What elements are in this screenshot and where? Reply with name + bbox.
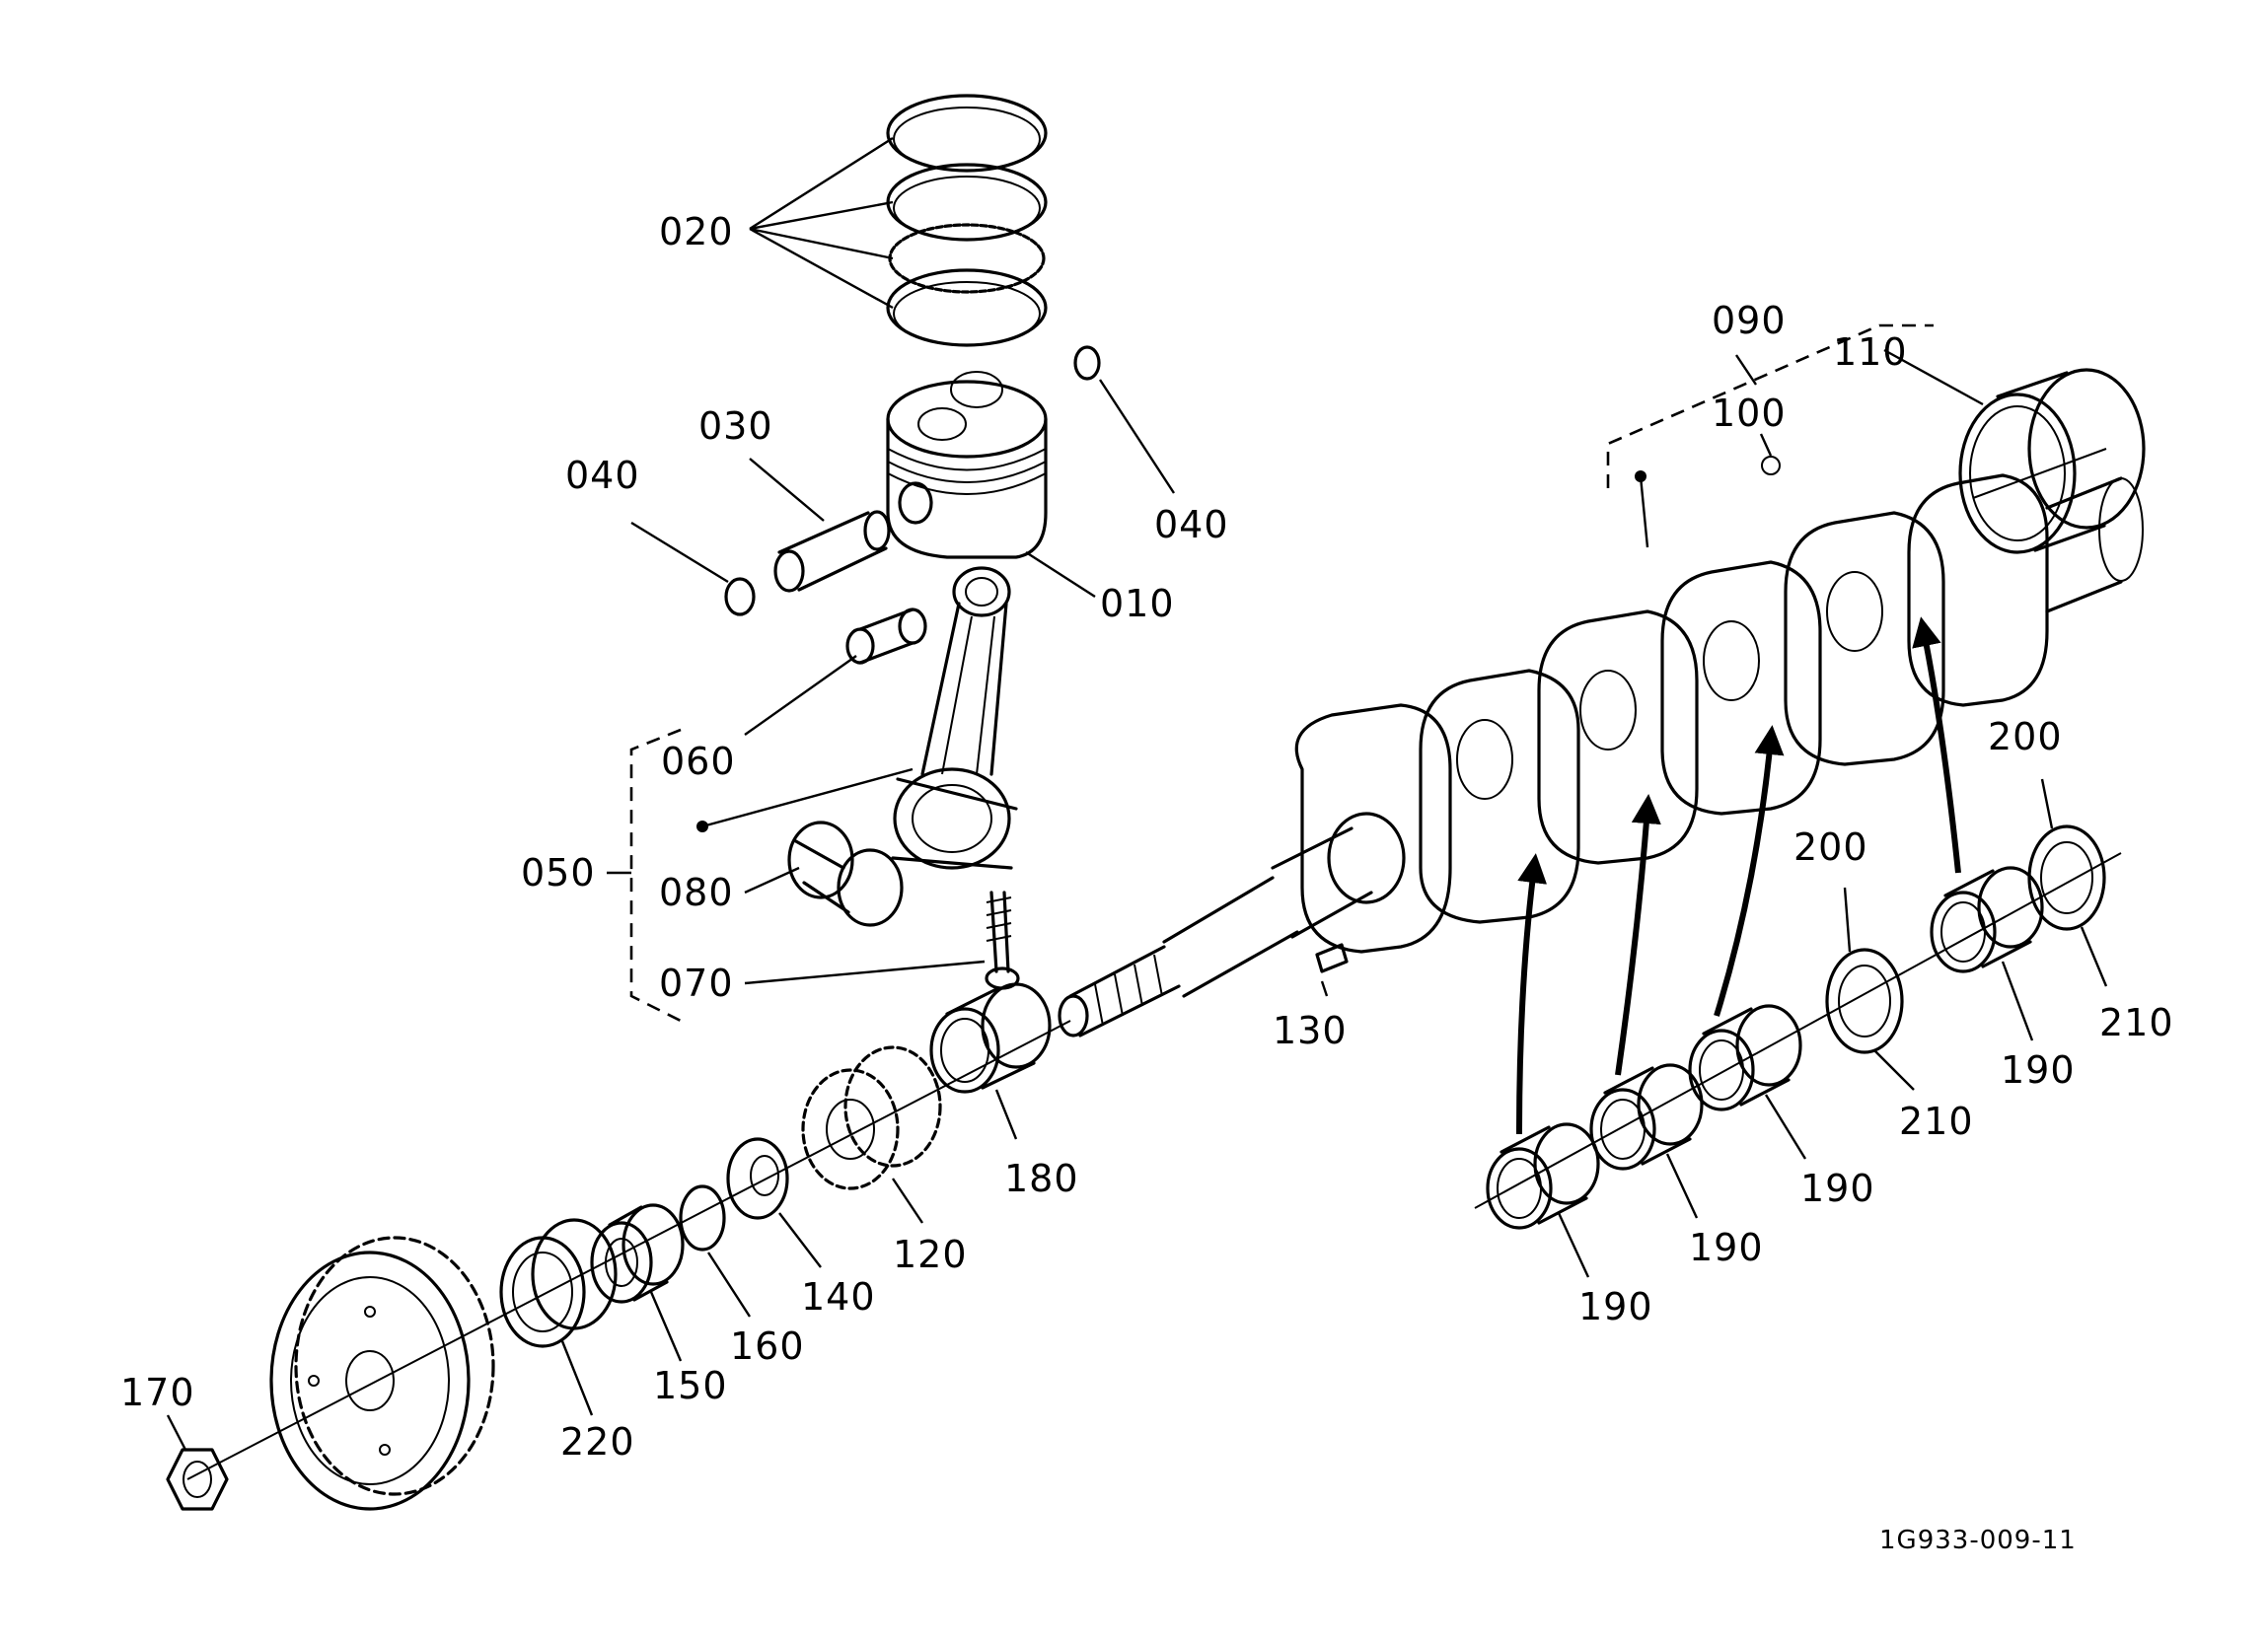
- leader-180: [994, 1089, 1018, 1140]
- piston: [886, 371, 1048, 559]
- label-160: 160: [730, 1324, 805, 1368]
- arrow-bearing-1: [1516, 853, 1548, 1135]
- label-060: 060: [661, 740, 736, 783]
- leader-040-right: [1098, 379, 1176, 494]
- label-210-right: 210: [2099, 1001, 2174, 1044]
- leader-140: [778, 1212, 822, 1268]
- label-180: 180: [1004, 1157, 1079, 1200]
- arrow-bearing-3: [1714, 725, 1785, 1017]
- crankpin-bearing: [787, 821, 904, 927]
- leader-120: [892, 1178, 923, 1224]
- clip-left: [724, 577, 756, 616]
- leader-130: [1320, 980, 1329, 997]
- front-bearing: [929, 982, 1052, 1094]
- piston-pin: [773, 510, 891, 593]
- main-bearing-3: [1688, 1004, 1802, 1111]
- label-100: 100: [1712, 392, 1787, 435]
- leader-210-2: [2080, 926, 2108, 987]
- label-130: 130: [1273, 1009, 1348, 1052]
- label-090: 090: [1712, 299, 1787, 342]
- thrust-washer-1: [1825, 948, 1904, 1054]
- label-190-4: 190: [2001, 1048, 2076, 1092]
- thrust-washer: [726, 1137, 789, 1220]
- main-bearing-1: [1486, 1122, 1600, 1230]
- label-010: 010: [1100, 582, 1175, 625]
- rear-oil-seal: [1958, 368, 2146, 554]
- leader-200-1: [1843, 887, 1852, 953]
- crank-pulley: [269, 1236, 495, 1511]
- plug-100: [1761, 456, 1781, 475]
- main-bearing-4: [1930, 866, 2044, 973]
- leader-160: [706, 1252, 752, 1318]
- arrow-bearing-4: [1912, 616, 1961, 874]
- leader-190-2: [1665, 1153, 1699, 1219]
- bracket-090: [1606, 323, 1934, 488]
- leader-200-2: [2040, 778, 2054, 829]
- leader-080: [744, 866, 800, 895]
- crank-gear: [801, 1045, 942, 1190]
- front-oil-seal: [499, 1218, 618, 1348]
- leader-220: [560, 1340, 594, 1416]
- label-200-right: 200: [1988, 715, 2063, 758]
- label-190-3: 190: [1800, 1167, 1875, 1210]
- feather-key: [1315, 943, 1349, 973]
- label-190-2: 190: [1689, 1226, 1764, 1269]
- axis-110: [1972, 448, 2107, 499]
- leader-090-tick: [1735, 354, 1757, 386]
- label-170: 170: [120, 1371, 195, 1414]
- drawing-code: 1G933-009-11: [1879, 1526, 2077, 1555]
- leader-210-1: [1873, 1049, 1915, 1091]
- label-050: 050: [521, 851, 596, 895]
- leader-070: [744, 960, 986, 985]
- label-030: 030: [698, 404, 773, 448]
- leader-150: [649, 1291, 683, 1362]
- label-040-left: 040: [565, 454, 640, 497]
- label-120: 120: [893, 1233, 968, 1276]
- label-150: 150: [653, 1364, 728, 1407]
- leader-060: [744, 655, 857, 736]
- label-200-left: 200: [1793, 825, 1868, 869]
- main-bearing-2: [1589, 1063, 1704, 1171]
- axis-front: [186, 1020, 1071, 1480]
- clip-right: [1073, 345, 1101, 381]
- leader-190-1: [1557, 1212, 1590, 1278]
- leader-010: [1025, 550, 1096, 599]
- leader-110: [1883, 348, 1984, 406]
- label-140: 140: [801, 1275, 876, 1319]
- rod-bolt: [985, 891, 1020, 990]
- leader-050: [701, 767, 914, 828]
- leader-190-4: [2001, 961, 2034, 1041]
- leader-090: [1639, 475, 1649, 548]
- o-ring: [679, 1184, 726, 1252]
- arrow-bearing-2: [1615, 794, 1661, 1076]
- leader-030: [749, 458, 825, 522]
- connecting-rod: [891, 566, 1018, 870]
- callout-labels: 020 030 040 040 010 060 050 080 070 090 …: [120, 210, 2174, 1555]
- bracket-050: [629, 728, 682, 1023]
- label-220: 220: [560, 1420, 635, 1464]
- label-020: 020: [659, 210, 734, 253]
- label-040-right: 040: [1154, 503, 1229, 546]
- leader-040-left: [630, 521, 729, 584]
- label-190-1: 190: [1578, 1285, 1653, 1328]
- leader-190-3: [1764, 1094, 1807, 1160]
- leader-020: [749, 136, 894, 310]
- leader-100: [1759, 433, 1773, 457]
- collar: [590, 1203, 685, 1304]
- piston-rings: [886, 94, 1048, 347]
- small-end-bushing: [845, 608, 927, 665]
- thrust-washer-2: [2027, 824, 2106, 931]
- leader-170: [166, 1414, 187, 1451]
- label-110: 110: [1833, 330, 1908, 374]
- label-080: 080: [659, 871, 734, 914]
- axis-bearings: [1474, 852, 2122, 1209]
- label-070: 070: [659, 962, 734, 1005]
- crank-nut: [166, 1448, 229, 1511]
- label-210-left: 210: [1899, 1100, 1974, 1143]
